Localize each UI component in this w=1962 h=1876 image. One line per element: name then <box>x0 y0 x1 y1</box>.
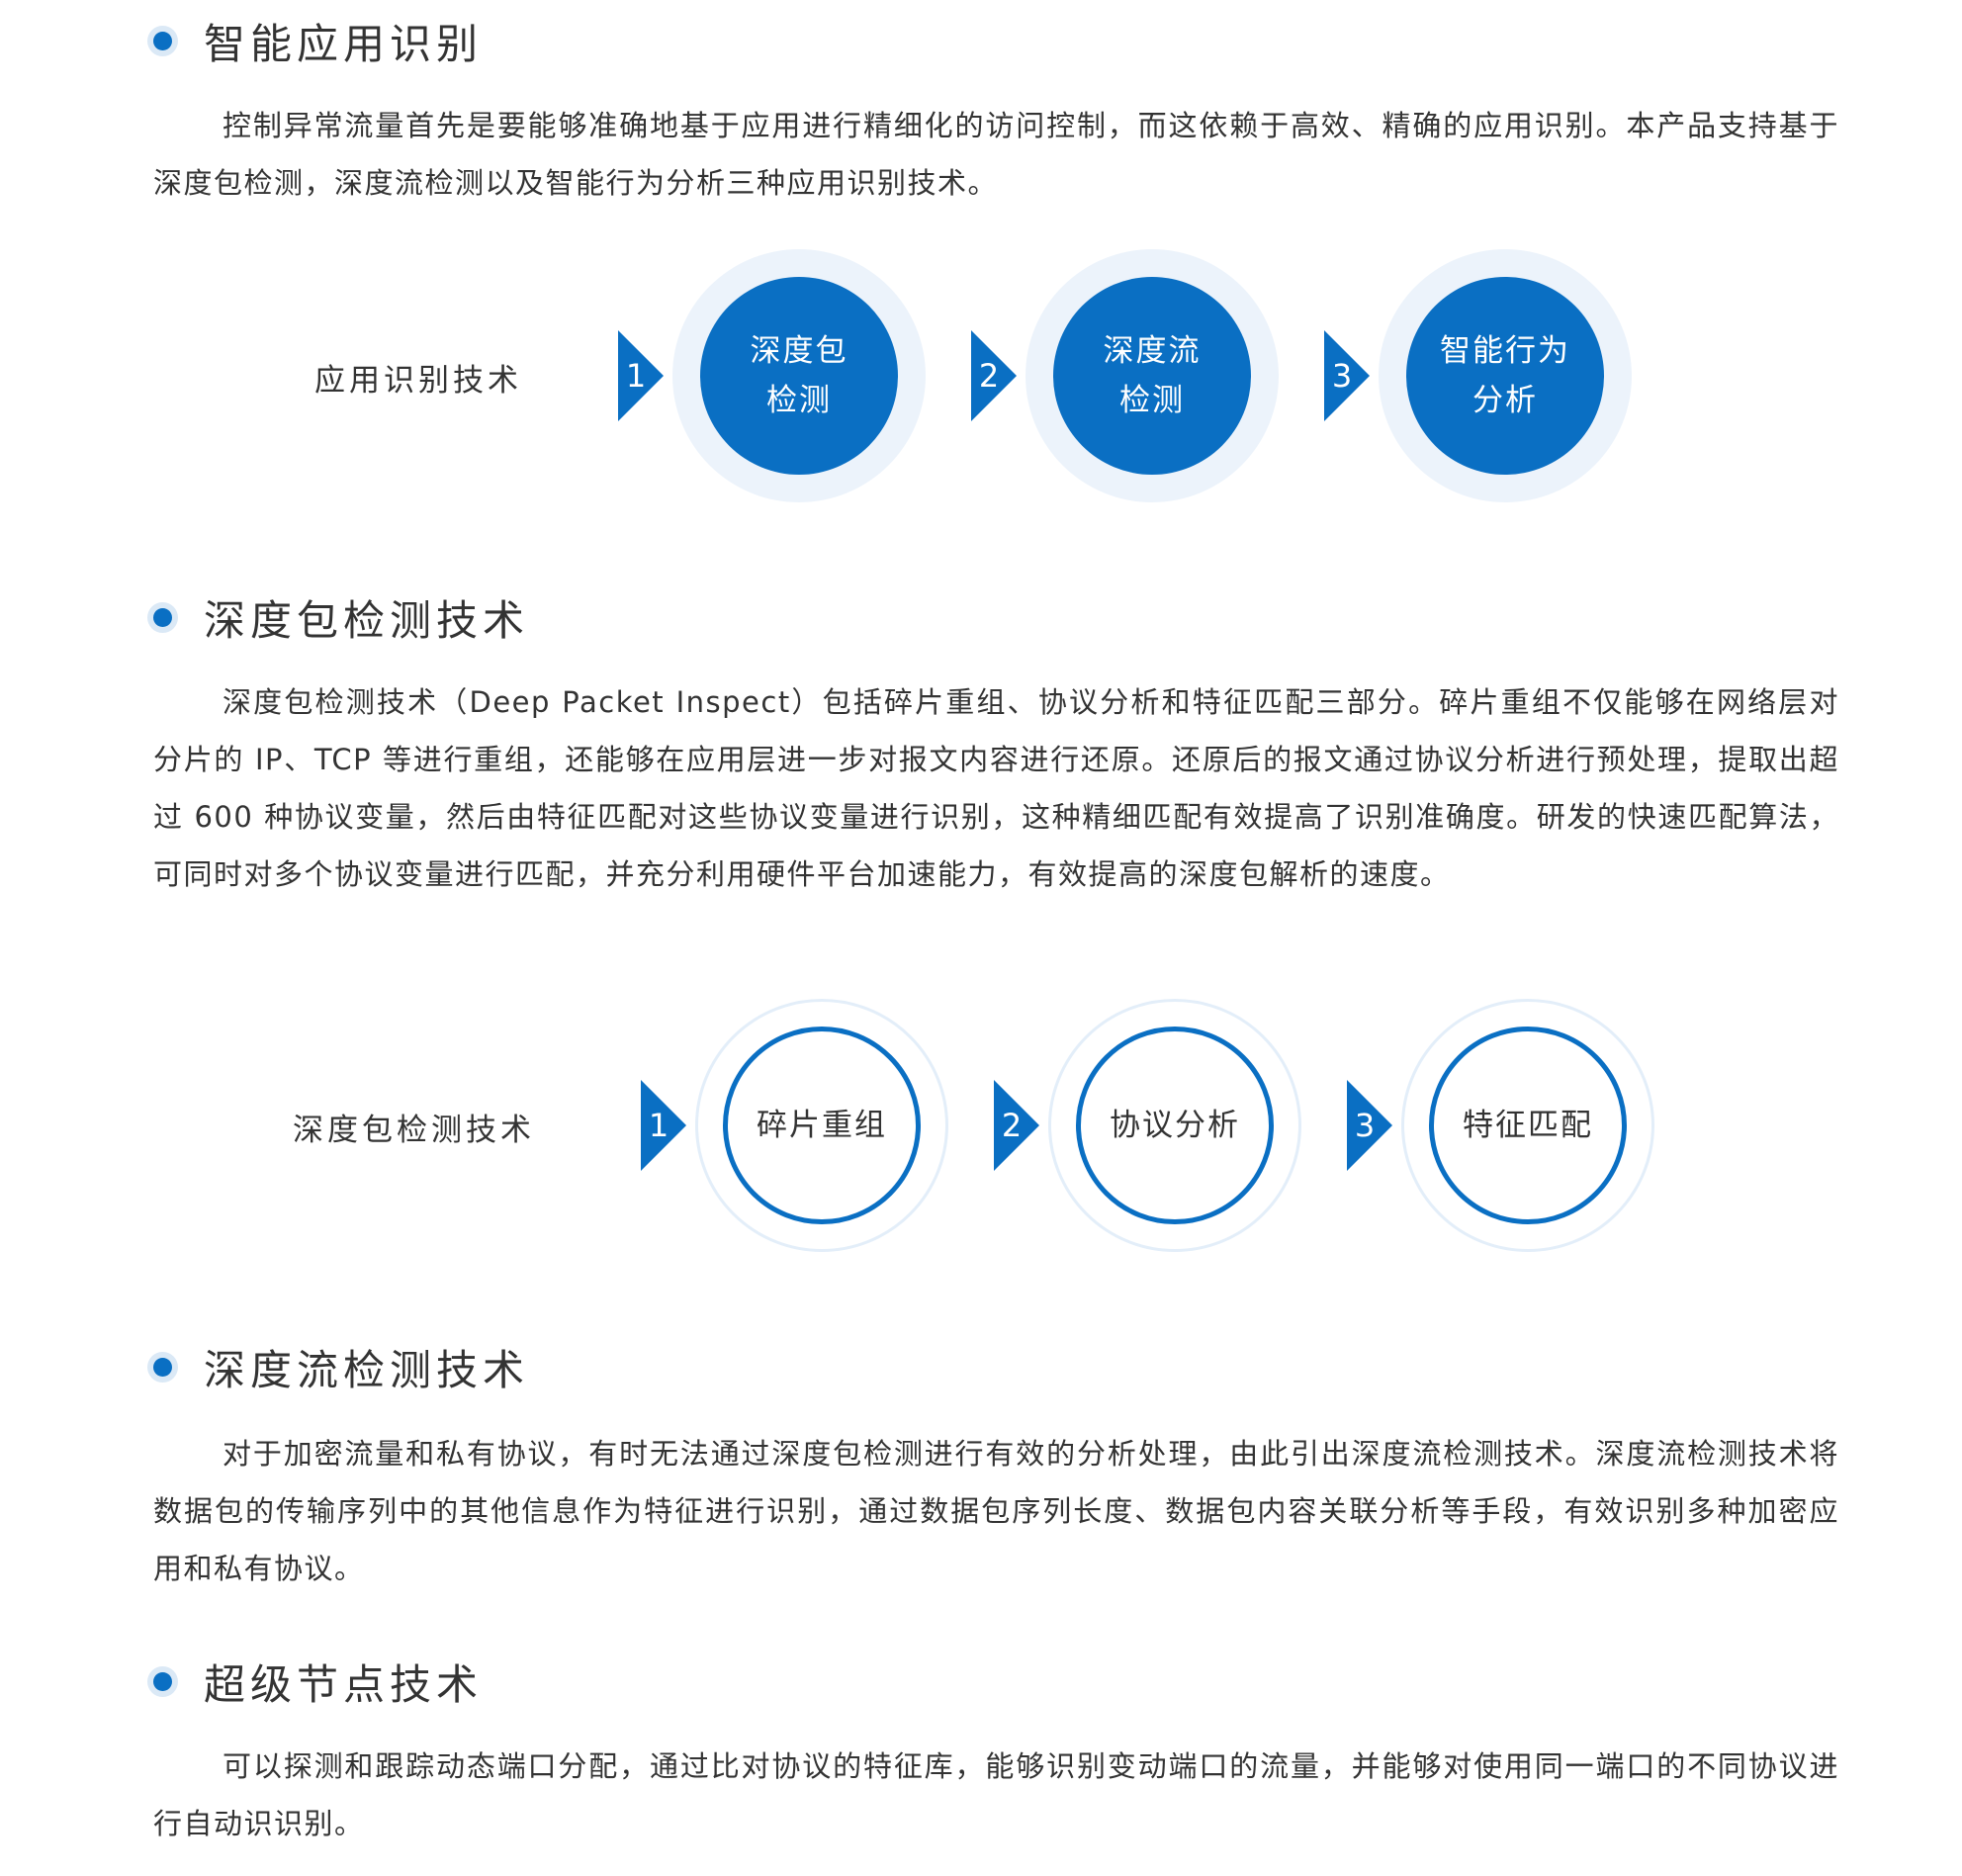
section-title-dpi: 深度包检测技术 <box>153 587 529 647</box>
step-text-line: 检测 <box>766 383 832 418</box>
step-node: 特征匹配 <box>1401 999 1654 1252</box>
step-circle: 深度包 检测 <box>700 277 898 475</box>
section-title-app-recognition: 智能应用识别 <box>153 11 483 70</box>
section-title-supernode: 超级节点技术 <box>153 1652 483 1711</box>
step-node: 协议分析 <box>1048 999 1301 1252</box>
step-text-line: 检测 <box>1119 383 1185 418</box>
section-title-text: 智能应用识别 <box>204 19 484 68</box>
step-node: 智能行为 分析 <box>1379 249 1632 502</box>
step-circle: 特征匹配 <box>1429 1027 1627 1224</box>
section-title-dfi: 深度流检测技术 <box>153 1337 529 1396</box>
step-arrow-icon: 3 <box>1324 330 1370 421</box>
section-title-text: 超级节点技术 <box>204 1659 484 1709</box>
bullet-icon <box>153 1671 172 1691</box>
step-number: 3 <box>1331 357 1353 395</box>
step-text-line: 深度流 <box>1103 333 1202 369</box>
step-arrow-icon: 2 <box>994 1080 1039 1171</box>
step-arrow-icon: 3 <box>1347 1080 1392 1171</box>
step-arrow-icon: 2 <box>971 330 1017 421</box>
step-node: 深度包 检测 <box>672 249 926 502</box>
step-circle: 碎片重组 <box>723 1027 921 1224</box>
step-arrow-icon: 1 <box>641 1080 686 1171</box>
section-title-text: 深度包检测技术 <box>204 595 530 645</box>
step-arrow-icon: 1 <box>618 330 664 421</box>
section-title-text: 深度流检测技术 <box>204 1345 530 1394</box>
diagram-label: 深度包检测技术 <box>293 1113 535 1148</box>
step-text: 特征匹配 <box>1463 1108 1593 1143</box>
bullet-icon <box>153 607 172 627</box>
step-number: 1 <box>625 357 647 395</box>
step-circle: 深度流 检测 <box>1053 277 1251 475</box>
step-text: 协议分析 <box>1110 1108 1240 1143</box>
step-node: 深度流 检测 <box>1026 249 1279 502</box>
step-circle: 协议分析 <box>1076 1027 1274 1224</box>
step-text-line: 分析 <box>1472 383 1538 418</box>
section-paragraph: 对于加密流量和私有协议，有时无法通过深度包检测进行有效的分析处理，由此引出深度流… <box>153 1437 1839 1585</box>
step-number: 3 <box>1354 1107 1376 1144</box>
section-paragraph: 可以探测和跟踪动态端口分配，通过比对协议的特征库，能够识别变动端口的流量，并能够… <box>153 1749 1839 1840</box>
step-circle: 智能行为 分析 <box>1406 277 1604 475</box>
section-paragraph: 深度包检测技术（Deep Packet Inspect）包括碎片重组、协议分析和… <box>153 685 1839 891</box>
step-number: 2 <box>978 357 1000 395</box>
bullet-icon <box>153 31 172 50</box>
step-text-line: 智能行为 <box>1440 333 1570 369</box>
step-number: 2 <box>1001 1107 1023 1144</box>
section-paragraph: 控制异常流量首先是要能够准确地基于应用进行精细化的访问控制，而这依赖于高效、精确… <box>153 109 1839 200</box>
step-node: 碎片重组 <box>695 999 948 1252</box>
bullet-icon <box>153 1357 172 1377</box>
step-text-line: 深度包 <box>750 333 848 369</box>
step-number: 1 <box>648 1107 669 1144</box>
diagram-label: 应用识别技术 <box>314 363 522 399</box>
step-text: 碎片重组 <box>757 1108 887 1143</box>
